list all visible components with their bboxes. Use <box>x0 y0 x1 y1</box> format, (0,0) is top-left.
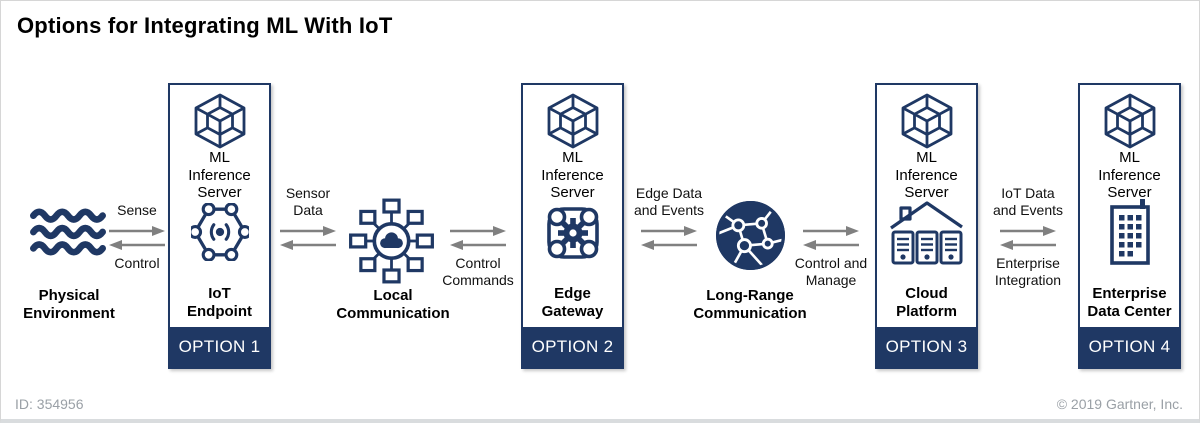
local-communication-label: Local Communication <box>336 287 450 322</box>
ml-inference-server-label: ML Inference Server <box>541 149 604 202</box>
bidirectional-arrows-icon <box>639 224 699 256</box>
bidirectional-arrows-icon <box>448 224 508 256</box>
iot-endpoint-label: IoT Endpoint <box>187 285 252 320</box>
ml-inference-server-icon <box>193 92 247 155</box>
long-range-communication-label: Long-Range Communication <box>693 287 807 322</box>
sense-label: Sense <box>117 201 157 218</box>
copyright: © 2019 Gartner, Inc. <box>1056 396 1183 412</box>
page-title: Options for Integrating ML With IoT <box>17 13 393 38</box>
ml-inference-server-icon <box>900 92 954 155</box>
ml-inference-server-icon <box>546 92 600 155</box>
bidirectional-arrows-icon <box>278 224 338 256</box>
option-3-badge: OPTION 3 <box>877 327 976 367</box>
enterprise-data-center-icon <box>1106 197 1154 270</box>
edge-data-events-label: Edge Data and Events <box>633 184 705 218</box>
cloud-platform-icon <box>889 197 965 272</box>
bidirectional-arrows-icon <box>801 224 861 256</box>
option-1-box: ML Inference Server IoT Endpoint OPTION … <box>168 83 271 369</box>
option-4-box: ML Inference Server Enterprise Data Cent… <box>1078 83 1181 369</box>
connector-sensor-data: Sensor Data <box>265 173 351 303</box>
bidirectional-arrows-icon <box>998 224 1058 256</box>
waves-icon <box>28 207 108 262</box>
option-4-badge: OPTION 4 <box>1080 327 1179 367</box>
control-manage-label: Control and Manage <box>794 255 868 289</box>
connector-sense-control: Sense Control <box>100 173 174 303</box>
edge-gateway-icon <box>543 203 603 268</box>
global-network-icon <box>714 199 787 277</box>
connector-control-commands: Control Commands <box>430 173 526 303</box>
cloud-platform-label: Cloud Platform <box>896 285 957 320</box>
option-1-badge: OPTION 1 <box>170 327 269 367</box>
ml-inference-server-icon <box>1103 92 1157 155</box>
figure-id: ID: 354956 <box>15 396 84 412</box>
physical-environment-label: Physical Environment <box>23 287 115 322</box>
connector-edge-data: Edge Data and Events <box>623 173 715 303</box>
enterprise-integration-label: Enterprise Integration <box>994 255 1062 289</box>
control-commands-label: Control Commands <box>442 255 514 289</box>
control-label: Control <box>114 255 160 271</box>
option-2-badge: OPTION 2 <box>523 327 622 367</box>
iot-endpoint-icon <box>187 202 252 266</box>
connector-iot-data: IoT Data and Events Enterprise Integrati… <box>981 173 1075 303</box>
ml-inference-server-label: ML Inference Server <box>1098 149 1161 202</box>
enterprise-data-center-label: Enterprise Data Center <box>1087 285 1172 320</box>
ml-inference-server-label: ML Inference Server <box>188 149 251 202</box>
option-2-box: ML Inference Server <box>521 83 624 369</box>
option-3-box: ML Inference Server <box>875 83 978 369</box>
connector-control-manage: Control and Manage <box>784 173 878 303</box>
edge-gateway-label: Edge Gateway <box>541 285 604 320</box>
bidirectional-arrows-icon <box>107 224 167 256</box>
iot-data-events-label: IoT Data and Events <box>992 184 1064 218</box>
ml-inference-server-label: ML Inference Server <box>895 149 958 202</box>
sensor-data-label: Sensor Data <box>285 184 331 218</box>
local-network-cloud-icon <box>348 198 435 289</box>
